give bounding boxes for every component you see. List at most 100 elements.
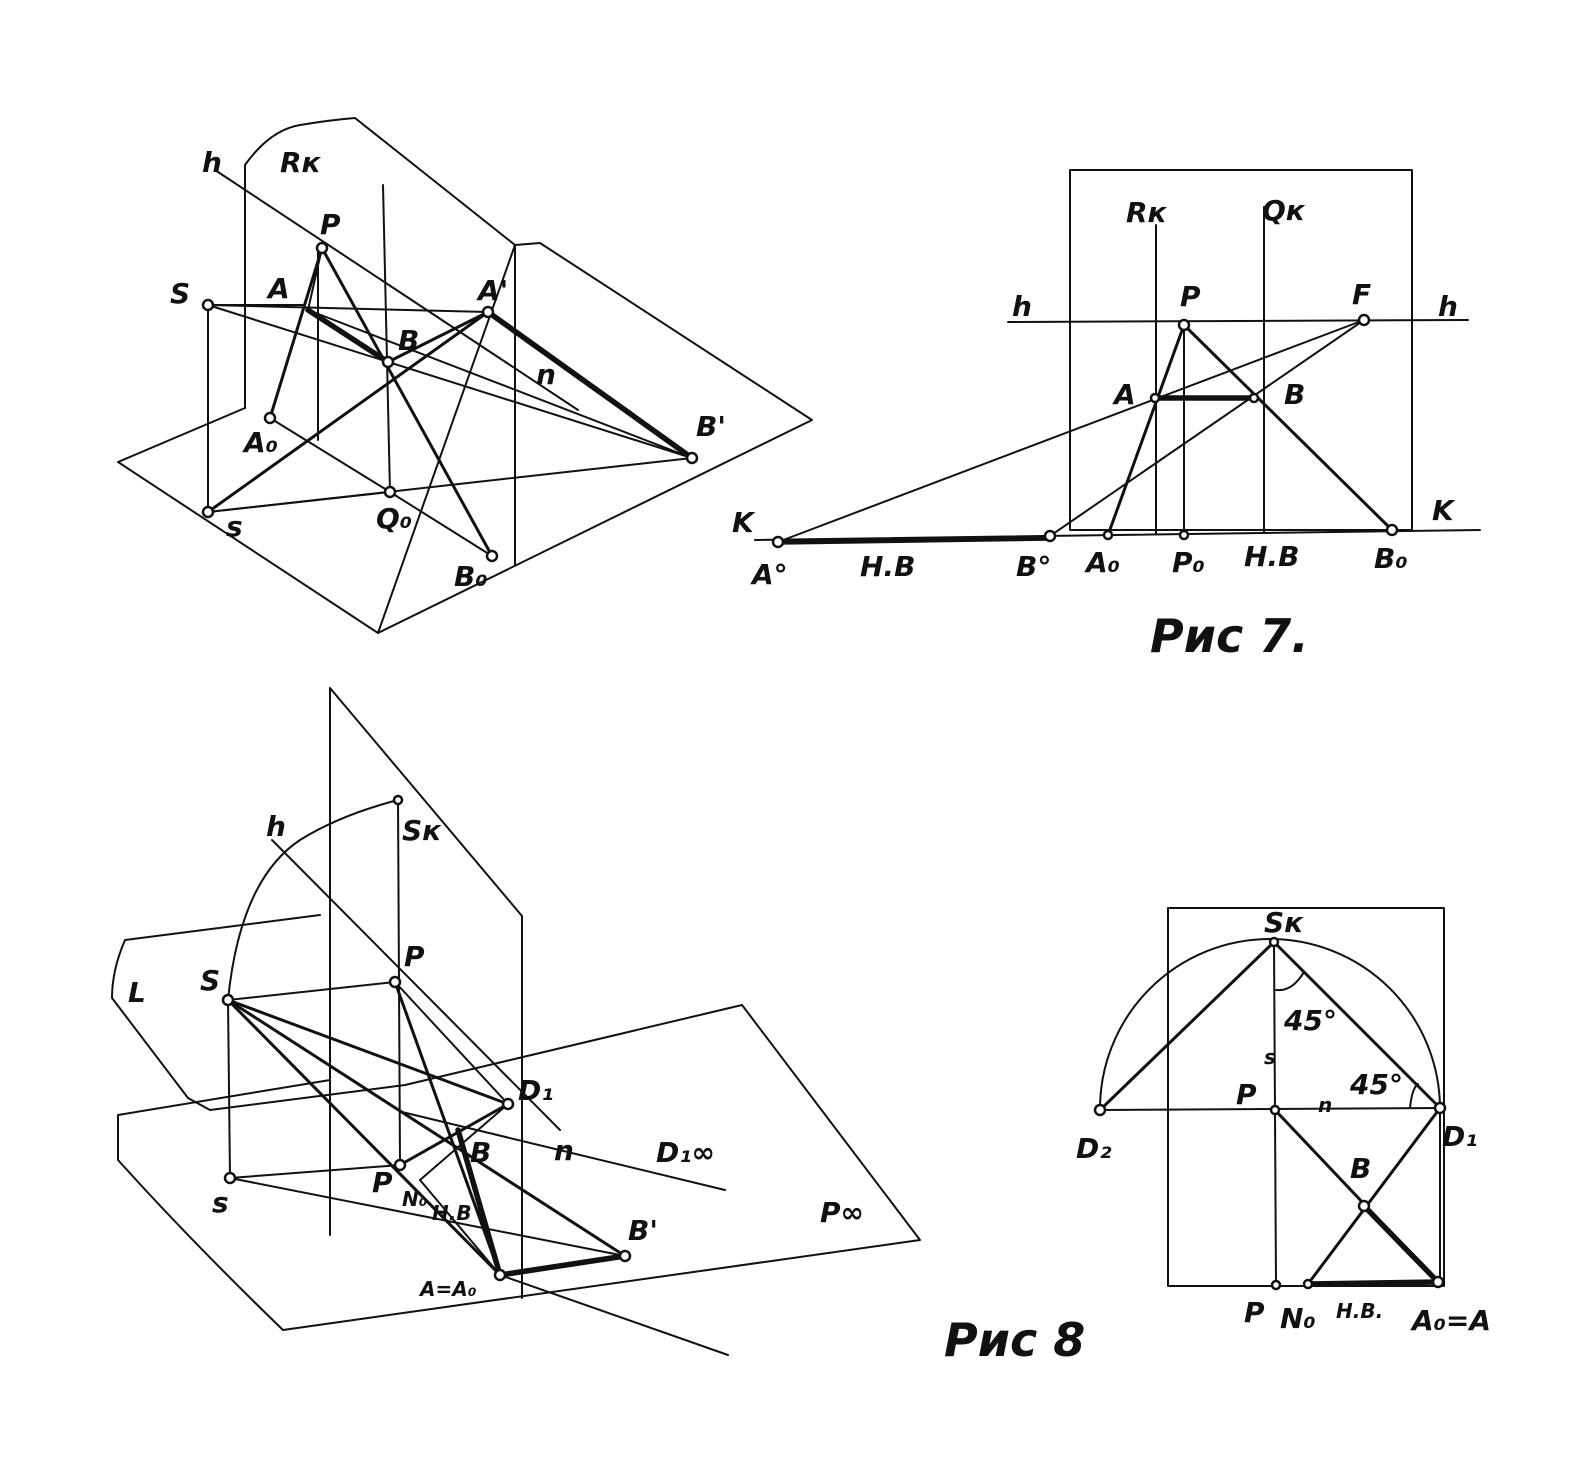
fig8r-label-Sk: Sк — [1264, 906, 1304, 939]
fig8l-line-S-Bprime — [226, 998, 627, 1258]
fig7l-point-Aprime — [481, 305, 495, 319]
fig7r-label-P0: P₀ — [1172, 546, 1205, 579]
fig7-left: h Rк P S A A' B n A₀ B' s Q₀ B₀ — [117, 117, 813, 634]
fig8l-line-S-P — [227, 981, 396, 1001]
fig8l-point-Bprime — [618, 1249, 632, 1263]
fig7l-line-A0-Q0 — [269, 417, 391, 493]
fig7r-point-A — [1149, 392, 1161, 404]
fig8l-label-n: n — [554, 1134, 574, 1167]
fig7r-point-A0 — [1102, 529, 1114, 541]
fig7l-line-s-Aprime — [206, 310, 490, 514]
fig7r-bold-nb-left — [775, 535, 1053, 545]
fig7l-point-P — [315, 241, 329, 255]
fig8l-point-Pbottom — [393, 1158, 407, 1172]
fig8l-point-Sk — [392, 794, 404, 806]
fig7r-horizon-h — [1007, 319, 1469, 323]
fig7l-point-B0 — [485, 549, 499, 563]
fig7r-label-F: F — [1352, 278, 1371, 311]
fig7r-label-Qk: Qк — [1262, 194, 1306, 227]
fig8r-label-angle2: 45° — [1349, 1068, 1403, 1101]
fig8r-label-angle1: 45° — [1283, 1004, 1337, 1037]
fig8l-label-S: S — [200, 964, 220, 997]
fig7r-point-P — [1177, 318, 1191, 332]
fig7l-point-S — [201, 298, 215, 312]
fig8l-ground-plane — [117, 1004, 921, 1331]
fig7r-label-Bdeg: B° — [1016, 550, 1051, 583]
fig7r-picture-frame — [1069, 169, 1413, 531]
fig7l-ray-P-A0 — [268, 246, 324, 420]
fig7r-label-h-right: h — [1438, 290, 1458, 323]
fig8r-label-D2: D₂ — [1076, 1132, 1112, 1165]
fig8l-label-s: s — [212, 1186, 229, 1219]
fig7l-horizon-line — [214, 169, 579, 411]
fig7l-label-Aprime: A' — [476, 274, 508, 307]
fig7r-label-Rk: Rк — [1126, 196, 1168, 229]
fig7l-line-s-Q0 — [207, 491, 391, 513]
fig8l-label-P: P — [404, 940, 425, 973]
fig7l-label-Rk: Rк — [280, 146, 322, 179]
fig8l-point-D1 — [501, 1097, 515, 1111]
fig8l-vertical-plane — [329, 687, 523, 1299]
fig8l-label-D1inf: D₁∞ — [656, 1136, 715, 1169]
fig8r-semicircle — [1098, 938, 1441, 1111]
fig8-left: h Sк L S P D₁ n D₁∞ B s P N₀ H.B B' P∞ A… — [111, 687, 1085, 1367]
fig8l-line-D1inf — [401, 1111, 726, 1191]
fig8l-plane-L — [111, 914, 406, 1111]
fig8l-label-Bprime: B' — [628, 1214, 658, 1247]
fig8r-point-P — [1269, 1104, 1281, 1116]
fig8r-label-Aeq: A₀=A — [1410, 1304, 1491, 1337]
fig7l-line-Q0-B0 — [389, 491, 493, 557]
fig8l-label-Aeq: A=A₀ — [418, 1277, 477, 1301]
fig7-right: Rк Qк h h P F A B K K A° H.B B° A₀ P₀ H.… — [732, 169, 1481, 663]
fig7r-point-F — [1357, 313, 1371, 327]
fig8r-point-Plow — [1270, 1279, 1282, 1291]
fig7r-point-P0 — [1178, 529, 1190, 541]
fig8l-label-NB: H.B — [432, 1201, 472, 1225]
fig7r-point-B — [1248, 392, 1260, 404]
fig8l-line-S-D1 — [226, 998, 510, 1106]
fig7l-ray-P-A — [307, 247, 323, 311]
fig7l-vertical-Q — [382, 184, 391, 493]
fig7-caption: Рис 7. — [1150, 609, 1309, 663]
fig8l-point-P — [388, 975, 402, 989]
fig7r-label-B0: B₀ — [1374, 542, 1408, 575]
fig8r-line-D2-Sk — [1098, 940, 1276, 1112]
fig7l-point-Q0 — [383, 485, 397, 499]
fig7l-label-A: A — [266, 272, 290, 305]
fig7l-label-P: P — [320, 208, 341, 241]
fig8l-ray-P-A — [393, 980, 502, 1277]
fig8r-point-A — [1431, 1275, 1445, 1289]
fig7l-bold-A-B — [305, 307, 391, 365]
fig8-caption: Рис 8 — [944, 1313, 1085, 1367]
fig7l-bold-Aprime-Bprime — [485, 309, 695, 461]
fig8r-label-B: B — [1350, 1152, 1371, 1185]
fig7l-point-Bprime — [685, 451, 699, 465]
fig7r-label-A0: A₀ — [1084, 546, 1120, 579]
fig7l-ray-P-B0 — [320, 246, 494, 558]
fig7r-label-P: P — [1180, 280, 1201, 313]
fig8l-label-L: L — [128, 976, 146, 1009]
fig7r-ray-Adeg-F — [777, 319, 1365, 543]
fig7l-label-h: h — [202, 146, 222, 179]
fig7r-label-h-left: h — [1012, 290, 1032, 323]
fig8r-point-D2 — [1093, 1103, 1107, 1117]
fig7r-point-B0 — [1385, 523, 1399, 537]
fig8r-point-B — [1357, 1199, 1371, 1213]
fig8r-bold-B-A — [1361, 1203, 1441, 1285]
fig8r-angle-arc-right — [1409, 1083, 1419, 1109]
fig7l-label-n: n — [536, 358, 556, 391]
fig8l-bold-A-Bprime — [497, 1253, 628, 1278]
fig7r-label-B: B — [1284, 378, 1305, 411]
fig7l-label-B0: B₀ — [454, 560, 488, 593]
fig7r-point-Bdeg — [1043, 529, 1057, 543]
fig7r-point-Adeg — [771, 535, 785, 549]
fig7l-picture-plane — [244, 117, 516, 566]
fig7l-ground-plane — [117, 242, 813, 634]
fig8l-line-D1-A — [398, 1102, 510, 1167]
fig8l-line-s-Pbottom — [229, 1164, 401, 1179]
fig7r-label-K-right: K — [1432, 494, 1456, 527]
fig7l-label-s: s — [226, 510, 243, 543]
fig7l-line-B-Aprime — [386, 310, 490, 364]
